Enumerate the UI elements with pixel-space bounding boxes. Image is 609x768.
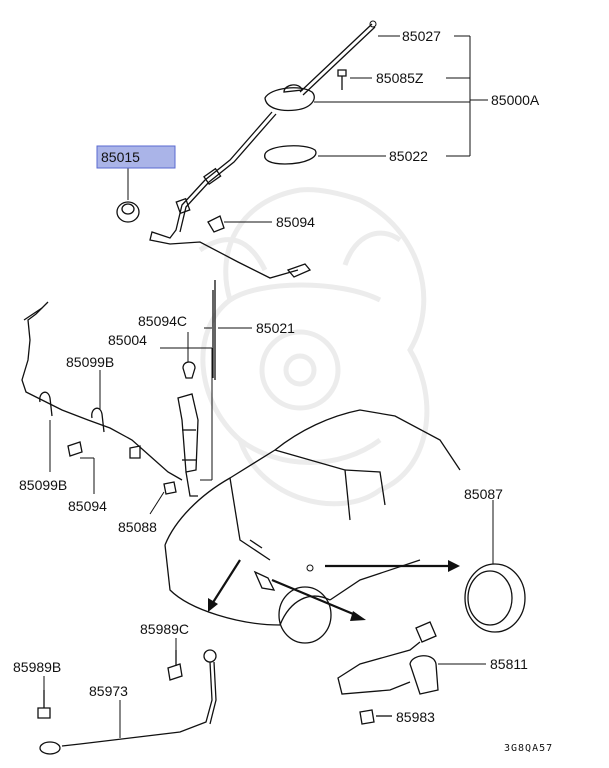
label-85015[interactable]: 85015 [101,149,140,165]
label-85094-bottom[interactable]: 85094 [68,498,107,514]
label-85087[interactable]: 85087 [464,486,503,502]
leader-lines [43,35,488,738]
grommet-85087 [464,500,526,633]
label-85085z[interactable]: 85085Z [376,70,424,86]
roof-antenna-assembly [149,20,377,279]
watermark-emblem [198,187,430,507]
label-85099b-top[interactable]: 85099B [66,354,114,370]
highlight-box-85015 [96,145,176,169]
label-85989c[interactable]: 85989C [140,621,189,637]
ground-strap-85973 [37,649,217,755]
grommet-85015 [116,168,140,223]
label-85088[interactable]: 85088 [118,519,157,535]
car-outline [164,409,461,644]
label-85989b[interactable]: 85989B [13,659,61,675]
label-85983[interactable]: 85983 [396,709,435,725]
diagram-code: 3G8QA57 [504,743,553,754]
callout-arrows [208,559,460,621]
label-85027[interactable]: 85027 [402,28,441,44]
label-85973[interactable]: 85973 [89,683,128,699]
label-85004[interactable]: 85004 [108,332,147,348]
label-85094-top[interactable]: 85094 [276,214,315,230]
label-85099b-bottom[interactable]: 85099B [19,477,67,493]
pole-antenna-assembly [21,280,216,497]
label-85000a[interactable]: 85000A [491,92,540,108]
label-85094c[interactable]: 85094C [138,313,187,329]
label-85022[interactable]: 85022 [389,148,428,164]
label-85021[interactable]: 85021 [256,320,295,336]
label-85811[interactable]: 85811 [490,656,528,672]
part-labels: 85027 85085Z 85000A 85022 85015 85094 85… [13,28,553,754]
sensor-harness-85811 [337,621,439,725]
